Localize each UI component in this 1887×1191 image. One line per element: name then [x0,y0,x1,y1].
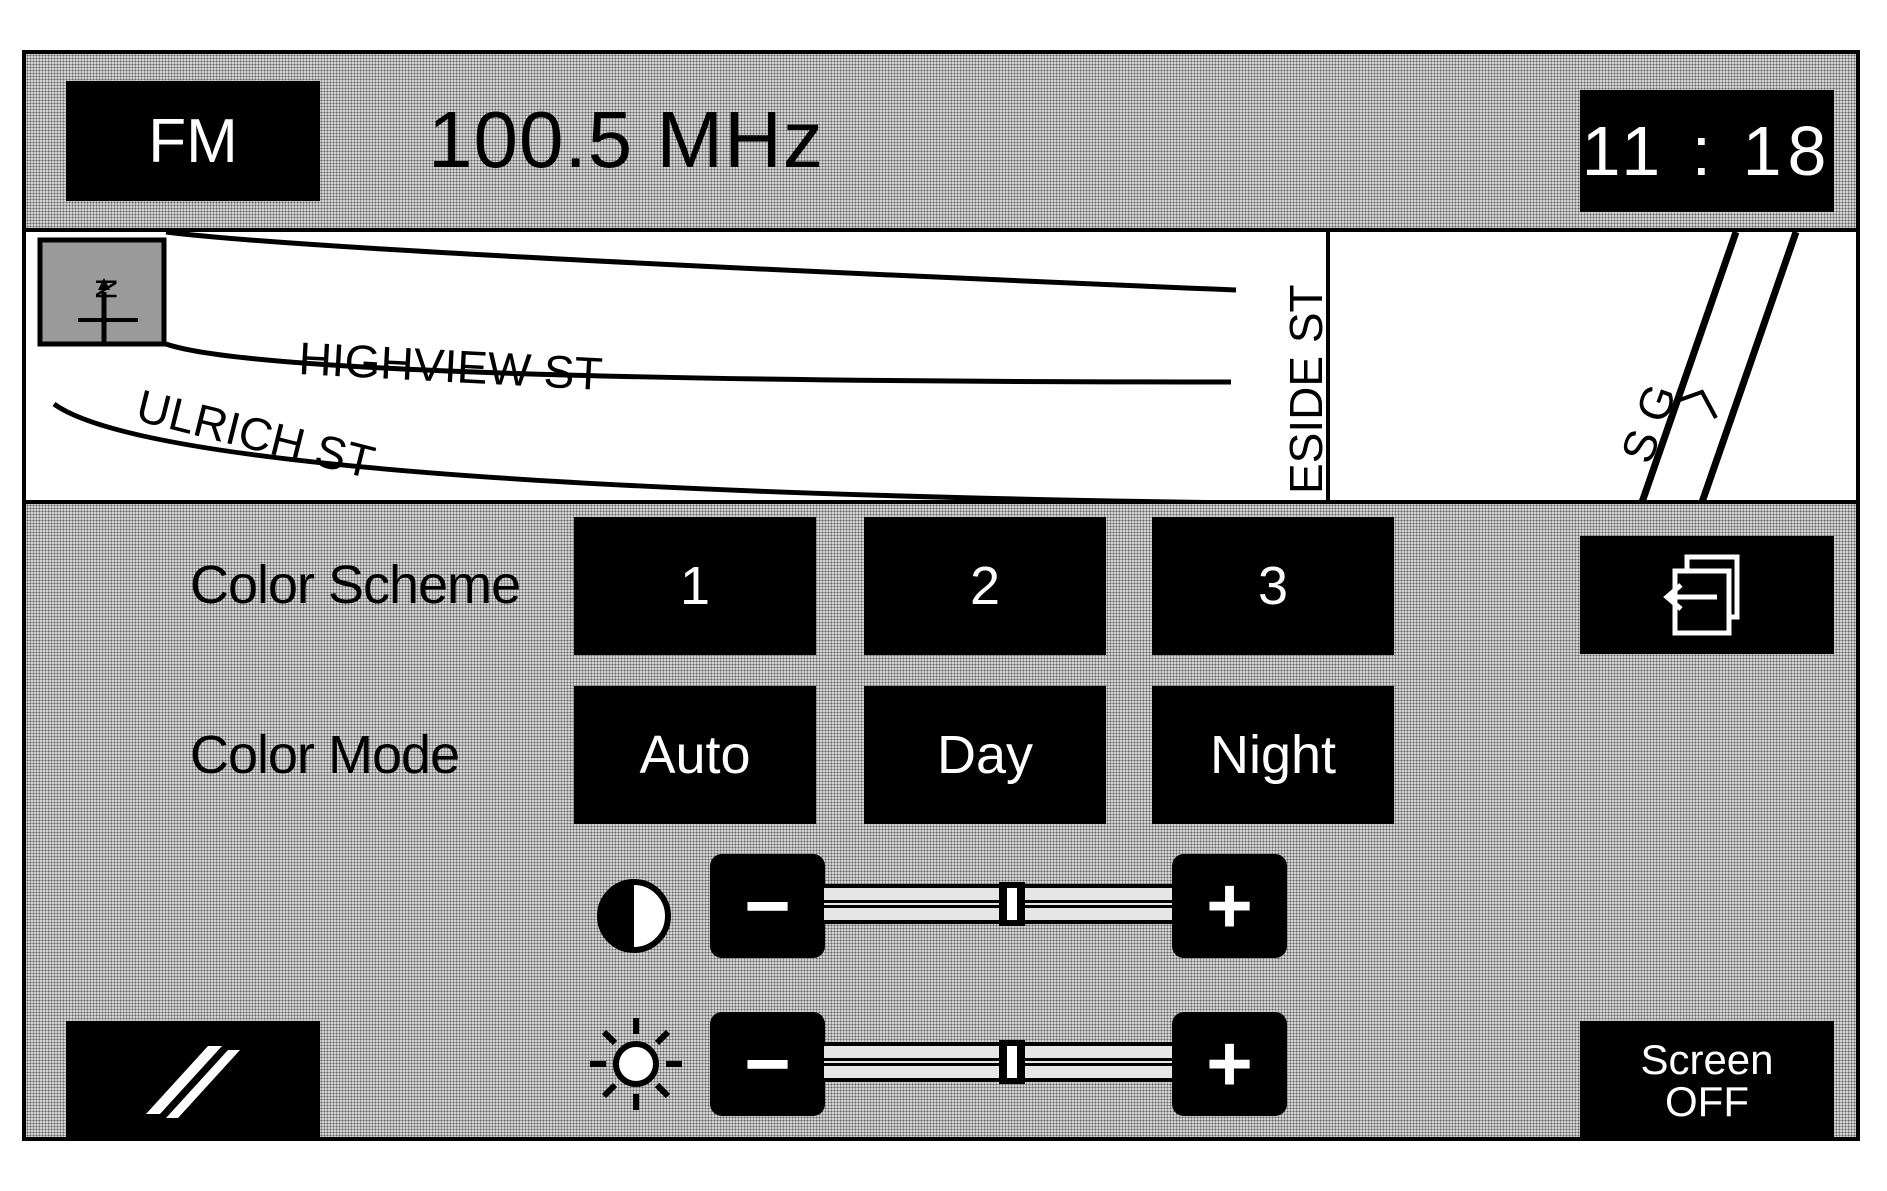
street-label-highview: HIGHVIEW ST [297,332,603,400]
brightness-slider-thumb[interactable] [999,1040,1025,1084]
road-top [165,232,1237,293]
frequency-display: 100.5 MHz [428,95,824,184]
map-road-icon [146,1046,240,1118]
compass-icon[interactable]: N [37,237,167,347]
fm-band-button[interactable]: FM [66,81,320,201]
color-mode-label: Color Mode [190,725,460,785]
color-scheme-2-button[interactable]: 2 [864,517,1106,655]
clock-display[interactable]: 11 : 18 [1580,90,1834,212]
road-highview [165,341,1232,385]
color-mode-auto-button[interactable]: Auto [574,686,816,824]
map-canvas: HIGHVIEW ST ULRICH ST ESIDE ST S G N [37,232,1800,500]
contrast-slider[interactable] [824,882,1200,926]
road-diagonal-1 [1639,232,1740,500]
color-scheme-1-button[interactable]: 1 [574,517,816,655]
color-scheme-3-button[interactable]: 3 [1152,517,1394,655]
color-mode-night-button[interactable]: Night [1152,686,1394,824]
brightness-decrease-button[interactable]: − [710,1012,825,1116]
map-button[interactable] [66,1021,320,1137]
street-label-eside: ESIDE ST [1280,284,1332,494]
color-mode-day-button[interactable]: Day [864,686,1106,824]
compass-letter: N [89,278,122,300]
screen-off-button[interactable]: Screen OFF [1580,1021,1834,1137]
sun-icon [590,1018,682,1110]
display-screen: FM 100.5 MHz 11 : 18 HIGHVIEW ST ULRICH … [22,50,1860,1141]
road-ulrich [52,401,1207,500]
back-button[interactable] [1580,536,1834,654]
contrast-decrease-button[interactable]: − [710,854,825,958]
road-diagonal-2 [1699,232,1800,500]
contrast-slider-thumb[interactable] [999,882,1025,926]
road-junction [1673,389,1718,419]
street-label-ulrich: ULRICH ST [132,379,380,488]
screen-off-label-line2: OFF [1665,1078,1749,1125]
back-arrow-icon [1663,554,1740,636]
brightness-slider[interactable] [824,1040,1200,1084]
street-label-sg: S G [1611,377,1687,469]
color-scheme-label: Color Scheme [190,555,521,615]
contrast-icon [597,879,671,953]
contrast-increase-button[interactable]: + [1172,854,1287,958]
screen-off-label-line1: Screen [1640,1036,1774,1083]
brightness-increase-button[interactable]: + [1172,1012,1287,1116]
navigation-map[interactable]: HIGHVIEW ST ULRICH ST ESIDE ST S G N [26,228,1856,504]
